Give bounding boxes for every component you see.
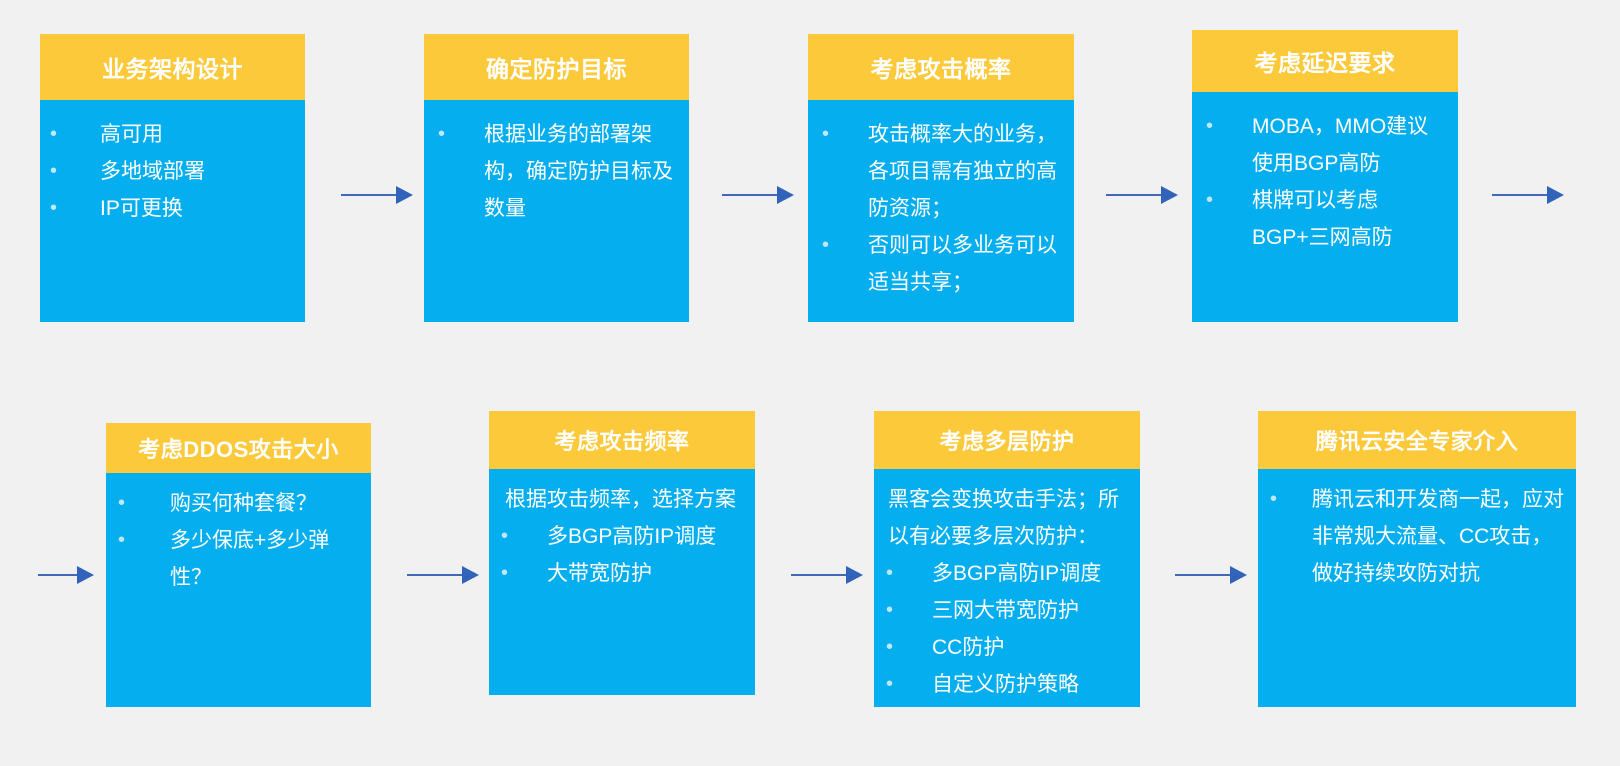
card-body: •腾讯云和开发商一起，应对非常规大流量、CC攻击，做好持续攻防对抗: [1258, 469, 1576, 707]
bullet-icon: •: [118, 529, 125, 551]
bullet-icon: •: [886, 636, 893, 658]
flow-card-business-architecture[interactable]: 业务架构设计 •高可用 •多地域部署 •IP可更换: [40, 34, 305, 322]
list-item: •CC防护: [886, 629, 1128, 666]
card-lead-text: 黑客会变换攻击手法；所以有必要多层次防护：: [888, 488, 1119, 548]
flow-card-multi-layer-protection[interactable]: 考虑多层防护 黑客会变换攻击手法；所以有必要多层次防护： •多BGP高防IP调度…: [874, 411, 1140, 707]
bullet-list: •高可用 •多地域部署 •IP可更换: [50, 116, 291, 227]
list-item: •三网大带宽防护: [886, 592, 1128, 629]
card-body: 根据攻击频率，选择方案 •多BGP高防IP调度 •大带宽防护: [489, 469, 755, 695]
arrow-shaft: [341, 194, 397, 196]
list-item: •MOBA，MMO建议使用BGP高防: [1206, 108, 1444, 182]
arrow-head-icon: [1547, 186, 1564, 204]
arrow-connector-6-to-7: [791, 566, 863, 584]
arrow-head-icon: [77, 566, 94, 584]
arrow-connector-1-to-2: [341, 186, 413, 204]
bullet-icon: •: [822, 234, 829, 256]
bullet-list: •多BGP高防IP调度 •三网大带宽防护 •CC防护 •自定义防护策略: [886, 555, 1128, 703]
bullet-list: •购买何种套餐？ •多少保底+多少弹性？: [118, 485, 359, 596]
list-item: •多地域部署: [50, 153, 291, 190]
bullet-icon: •: [501, 562, 508, 584]
bullet-icon: •: [886, 673, 893, 695]
list-item: •多少保底+多少弹性？: [118, 522, 359, 596]
bullet-list: •根据业务的部署架构，确定防护目标及数量: [438, 116, 675, 227]
arrow-head-icon: [1161, 186, 1178, 204]
bullet-icon: •: [50, 123, 57, 145]
list-item: •腾讯云和开发商一起，应对非常规大流量、CC攻击，做好持续攻防对抗: [1270, 481, 1564, 592]
flow-card-latency-requirement[interactable]: 考虑延迟要求 •MOBA，MMO建议使用BGP高防 •棋牌可以考虑BGP+三网高…: [1192, 30, 1458, 322]
card-body: •购买何种套餐？ •多少保底+多少弹性？: [106, 473, 371, 707]
list-item: •多BGP高防IP调度: [886, 555, 1128, 592]
flow-card-attack-frequency[interactable]: 考虑攻击频率 根据攻击频率，选择方案 •多BGP高防IP调度 •大带宽防护: [489, 411, 755, 695]
arrow-shaft: [1492, 194, 1548, 196]
bullet-list: •腾讯云和开发商一起，应对非常规大流量、CC攻击，做好持续攻防对抗: [1270, 481, 1564, 592]
arrow-connector-2-to-3: [722, 186, 794, 204]
card-body: •根据业务的部署架构，确定防护目标及数量: [424, 100, 689, 322]
card-title: 考虑DDOS攻击大小: [106, 423, 371, 473]
list-item: •多BGP高防IP调度: [501, 518, 743, 555]
arrow-shaft: [791, 574, 847, 576]
bullet-list: •MOBA，MMO建议使用BGP高防 •棋牌可以考虑BGP+三网高防: [1206, 108, 1444, 256]
card-body: •攻击概率大的业务，各项目需有独立的高防资源； •否则可以多业务可以适当共享；: [808, 100, 1074, 322]
arrow-shaft: [1106, 194, 1162, 196]
arrow-head-icon: [846, 566, 863, 584]
bullet-icon: •: [118, 492, 125, 514]
arrow-connector-row2-wrap-in: [38, 566, 94, 584]
arrow-head-icon: [396, 186, 413, 204]
list-item: •大带宽防护: [501, 555, 743, 592]
arrow-head-icon: [1230, 566, 1247, 584]
card-title: 确定防护目标: [424, 34, 689, 100]
card-body: •MOBA，MMO建议使用BGP高防 •棋牌可以考虑BGP+三网高防: [1192, 92, 1458, 322]
list-item: •购买何种套餐？: [118, 485, 359, 522]
bullet-icon: •: [886, 562, 893, 584]
card-body: •高可用 •多地域部署 •IP可更换: [40, 100, 305, 322]
arrow-head-icon: [462, 566, 479, 584]
arrow-connector-5-to-6: [407, 566, 479, 584]
bullet-icon: •: [50, 197, 57, 219]
bullet-icon: •: [1206, 115, 1213, 137]
card-title: 考虑延迟要求: [1192, 30, 1458, 92]
bullet-icon: •: [1206, 189, 1213, 211]
card-title: 业务架构设计: [40, 34, 305, 100]
bullet-icon: •: [50, 160, 57, 182]
bullet-icon: •: [501, 525, 508, 547]
arrow-shaft: [407, 574, 463, 576]
bullet-icon: •: [1270, 488, 1277, 510]
flow-card-attack-probability[interactable]: 考虑攻击概率 •攻击概率大的业务，各项目需有独立的高防资源； •否则可以多业务可…: [808, 34, 1074, 322]
arrow-head-icon: [777, 186, 794, 204]
arrow-shaft: [1175, 574, 1231, 576]
card-title: 腾讯云安全专家介入: [1258, 411, 1576, 469]
card-body: 黑客会变换攻击手法；所以有必要多层次防护： •多BGP高防IP调度 •三网大带宽…: [874, 469, 1140, 707]
list-item: •IP可更换: [50, 190, 291, 227]
arrow-connector-7-to-8: [1175, 566, 1247, 584]
list-item: •自定义防护策略: [886, 666, 1128, 703]
bullet-icon: •: [822, 123, 829, 145]
card-title: 考虑攻击频率: [489, 411, 755, 469]
list-item: •高可用: [50, 116, 291, 153]
bullet-icon: •: [886, 599, 893, 621]
card-title: 考虑多层防护: [874, 411, 1140, 469]
flow-card-ddos-attack-size[interactable]: 考虑DDOS攻击大小 •购买何种套餐？ •多少保底+多少弹性？: [106, 423, 371, 707]
list-item: •根据业务的部署架构，确定防护目标及数量: [438, 116, 675, 227]
arrow-connector-row1-wrap-out: [1492, 186, 1564, 204]
flow-card-tencent-cloud-security-expert[interactable]: 腾讯云安全专家介入 •腾讯云和开发商一起，应对非常规大流量、CC攻击，做好持续攻…: [1258, 411, 1576, 707]
arrow-connector-3-to-4: [1106, 186, 1178, 204]
bullet-list: •多BGP高防IP调度 •大带宽防护: [501, 518, 743, 592]
arrow-shaft: [722, 194, 778, 196]
card-lead-text: 根据攻击频率，选择方案: [505, 488, 736, 511]
bullet-icon: •: [438, 123, 445, 145]
arrow-shaft: [38, 574, 78, 576]
flow-card-define-protection-target[interactable]: 确定防护目标 •根据业务的部署架构，确定防护目标及数量: [424, 34, 689, 322]
list-item: •棋牌可以考虑BGP+三网高防: [1206, 182, 1444, 256]
bullet-list: •攻击概率大的业务，各项目需有独立的高防资源； •否则可以多业务可以适当共享；: [822, 116, 1060, 301]
card-title: 考虑攻击概率: [808, 34, 1074, 100]
list-item: •攻击概率大的业务，各项目需有独立的高防资源；: [822, 116, 1060, 227]
list-item: •否则可以多业务可以适当共享；: [822, 227, 1060, 301]
